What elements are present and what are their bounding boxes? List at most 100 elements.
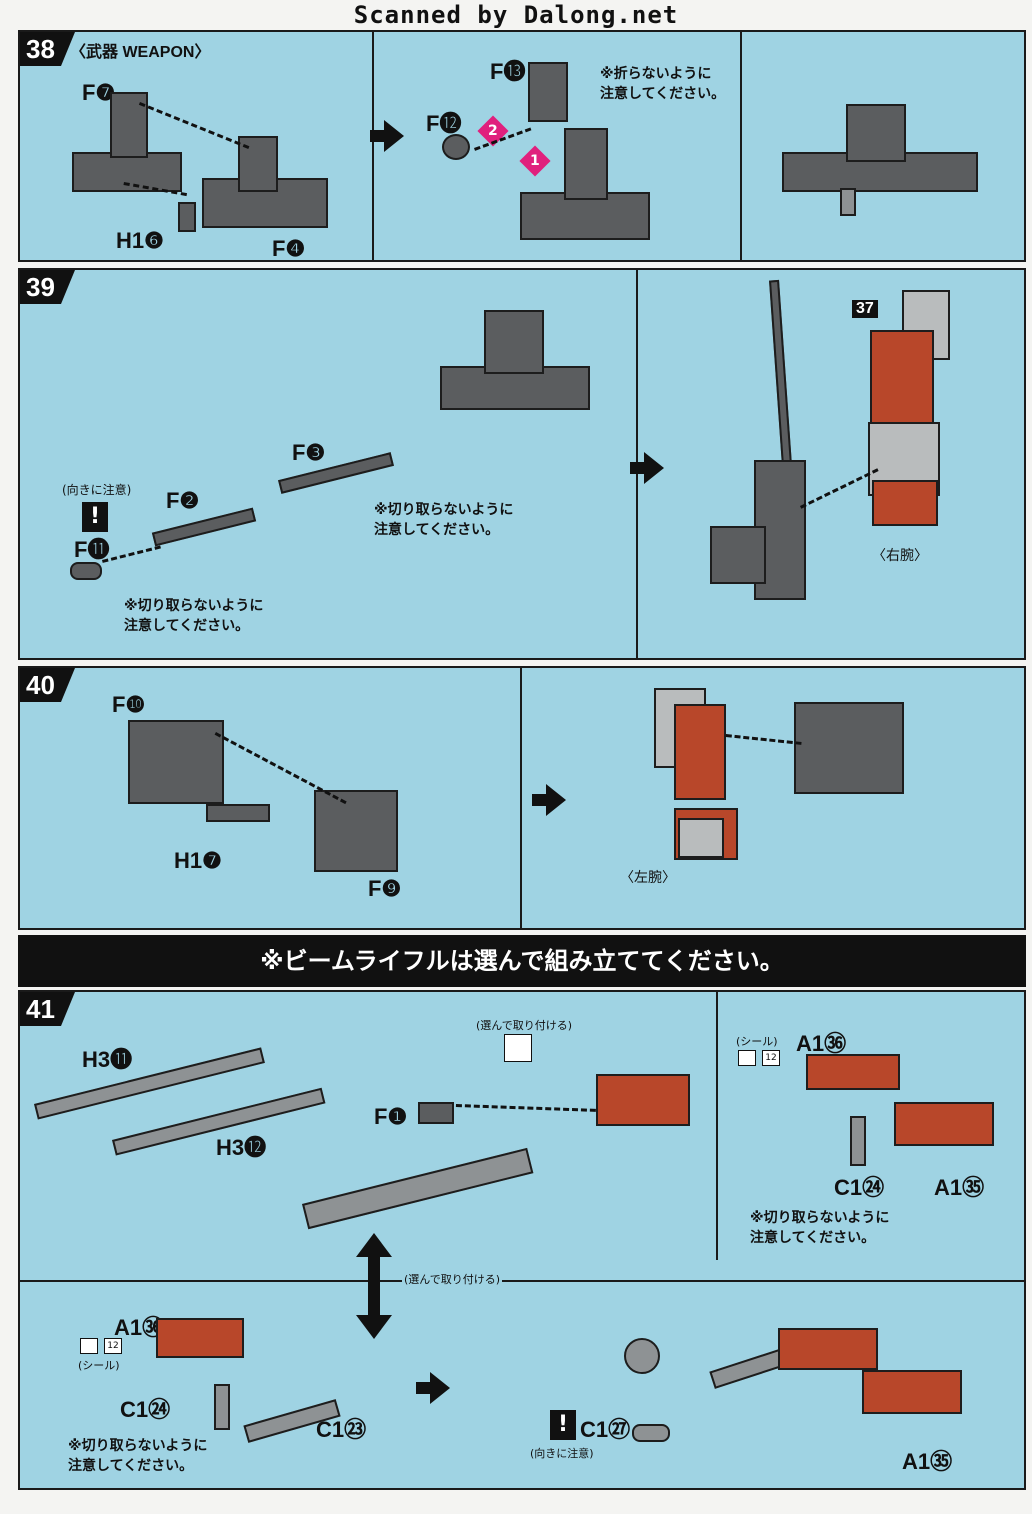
note-do-not-cut: ※切り取らないように 注意してください。 xyxy=(374,500,513,540)
note-orient: (向きに注意) xyxy=(530,1447,594,1460)
divider xyxy=(520,668,522,928)
sticker-number: 12 xyxy=(104,1338,122,1354)
divider xyxy=(20,1280,1024,1282)
step-38-panel: 38 〈武器 WEAPON〉 F❼ H1❻ F❹ F⓭ ※折らないように 注意し… xyxy=(18,30,1026,262)
part-a1-35-top xyxy=(894,1102,994,1146)
part-right-arm-upper xyxy=(870,330,934,426)
label-h17: H1❼ xyxy=(174,848,222,873)
part-weapon-fin xyxy=(484,310,544,374)
part-h16 xyxy=(178,202,196,232)
part-right-arm-lower xyxy=(872,480,938,526)
assembly-line xyxy=(214,732,347,805)
assembly-line xyxy=(725,734,802,745)
warning-icon: ! xyxy=(82,502,108,532)
assembly-line xyxy=(455,1104,596,1112)
sticker-icon xyxy=(80,1338,98,1354)
label-f10: F❿ xyxy=(112,692,146,717)
part-c1-24-bottom xyxy=(214,1384,230,1430)
part-weapon-assembled-fin xyxy=(846,104,906,162)
step-40-panel: 40 F❿ H1❼ F❾ 〈左腕〉 xyxy=(18,666,1026,930)
sticker-icon xyxy=(738,1050,756,1066)
note-orient: (向きに注意) xyxy=(62,483,132,497)
note-do-not-cut: ※切り取らないように 注意してください。 xyxy=(124,596,263,636)
warning-icon: ! xyxy=(550,1410,576,1440)
divider xyxy=(740,32,742,260)
note-line: ※切り取らないように xyxy=(374,502,514,518)
step-41-panel: 41 H3⓫ H3⓬ (選んで取り付ける) F❶ (シール) 12 A1㊱ C1… xyxy=(18,990,1026,1490)
assembly-line xyxy=(800,468,879,509)
part-f4-fin xyxy=(238,136,278,192)
note-choose: (選んで取り付ける) xyxy=(402,1270,503,1290)
note-line: ※切り取らないように xyxy=(124,598,264,614)
note-line: 注意してください。 xyxy=(374,522,500,538)
label-c1-24-top: C1㉔ xyxy=(834,1175,885,1200)
step-number: 41 xyxy=(20,992,75,1026)
sequence-marker: 1 xyxy=(519,145,551,177)
note-seal: (シール) xyxy=(78,1359,120,1372)
next-arrow xyxy=(416,1372,450,1404)
note-line: ※切り取らないように xyxy=(68,1438,208,1454)
part-rifle-long xyxy=(302,1147,534,1230)
banner-choose-rifle: ※ビームライフルは選んで組み立ててください。 xyxy=(18,935,1026,987)
part-f4-assembled-fin xyxy=(564,128,608,200)
part-h17 xyxy=(206,804,270,822)
part-rifle-barrel xyxy=(769,279,793,481)
part-f4-assembled xyxy=(520,192,650,240)
note-line: 注意してください。 xyxy=(750,1230,876,1246)
label-c1-23: C1㉓ xyxy=(316,1417,367,1442)
label-f11: F⓫ xyxy=(74,537,110,562)
label-h16: H1❻ xyxy=(116,228,164,253)
choose-double-arrow xyxy=(356,1233,392,1339)
label-f12: F⓬ xyxy=(426,111,462,136)
part-h3-11 xyxy=(34,1047,265,1120)
label-a1-36-top: A1㊱ xyxy=(796,1031,847,1056)
step-39-panel: 39 F❸ F❷ (向きに注意) ! F⓫ ※切り取らないように 注意してくださ… xyxy=(18,268,1026,660)
scan-credit: Scanned by Dalong.net xyxy=(353,1,679,29)
note-line: 注意してください。 xyxy=(124,618,250,634)
part-left-arm-forearm xyxy=(678,818,724,858)
part-f9 xyxy=(314,790,398,872)
note-do-not-cut: ※切り取らないように 注意してください。 xyxy=(750,1208,889,1248)
next-arrow xyxy=(370,120,404,152)
label-a1-35-top: A1㉟ xyxy=(934,1175,985,1200)
part-f7-fin xyxy=(110,92,148,158)
part-rifle-assembled-body xyxy=(778,1328,878,1370)
part-f1 xyxy=(418,1102,454,1124)
part-f7-body xyxy=(72,152,182,192)
note-do-not-cut: ※切り取らないように 注意してください。 xyxy=(68,1436,207,1476)
label-c1-24-bottom: C1㉔ xyxy=(120,1397,171,1422)
assembly-line xyxy=(138,102,250,149)
part-f11 xyxy=(70,562,102,580)
note-do-not-bend: ※折らないように 注意してください。 xyxy=(600,64,725,104)
divider xyxy=(716,992,718,1260)
part-left-arm-upper xyxy=(674,704,726,800)
label-h3-12: H3⓬ xyxy=(216,1135,267,1160)
part-rifle-mag xyxy=(710,526,766,584)
step-number: 40 xyxy=(20,668,75,702)
step-number: 38 xyxy=(20,32,75,66)
step-number: 39 xyxy=(20,270,75,304)
part-shield-box xyxy=(794,702,904,794)
label-left-arm: 〈左腕〉 xyxy=(620,870,676,886)
note-line: 注意してください。 xyxy=(600,86,726,102)
part-f10 xyxy=(128,720,224,804)
note-line: ※折らないように xyxy=(600,66,712,82)
part-rifle-body-red xyxy=(596,1074,690,1126)
part-a1-36-bottom xyxy=(156,1318,244,1358)
part-weapon-assembled-grip xyxy=(840,188,856,216)
choose-icon xyxy=(504,1034,532,1062)
label-f3: F❸ xyxy=(292,440,326,465)
part-c1-27-detail xyxy=(624,1338,660,1374)
label-right-arm: 〈右腕〉 xyxy=(872,548,928,564)
part-c1-27 xyxy=(632,1424,670,1442)
sticker-number: 12 xyxy=(762,1050,780,1066)
label-f4: F❹ xyxy=(272,236,306,261)
next-arrow xyxy=(532,784,566,816)
label-h3-11: H3⓫ xyxy=(82,1047,133,1072)
part-f12 xyxy=(442,134,470,160)
next-arrow xyxy=(630,452,664,484)
note-line: ※切り取らないように xyxy=(750,1210,890,1226)
label-f2: F❷ xyxy=(166,488,200,513)
ref-step-37: 37 xyxy=(852,300,878,318)
label-a1-36-bottom: A1㊱ xyxy=(114,1315,165,1340)
